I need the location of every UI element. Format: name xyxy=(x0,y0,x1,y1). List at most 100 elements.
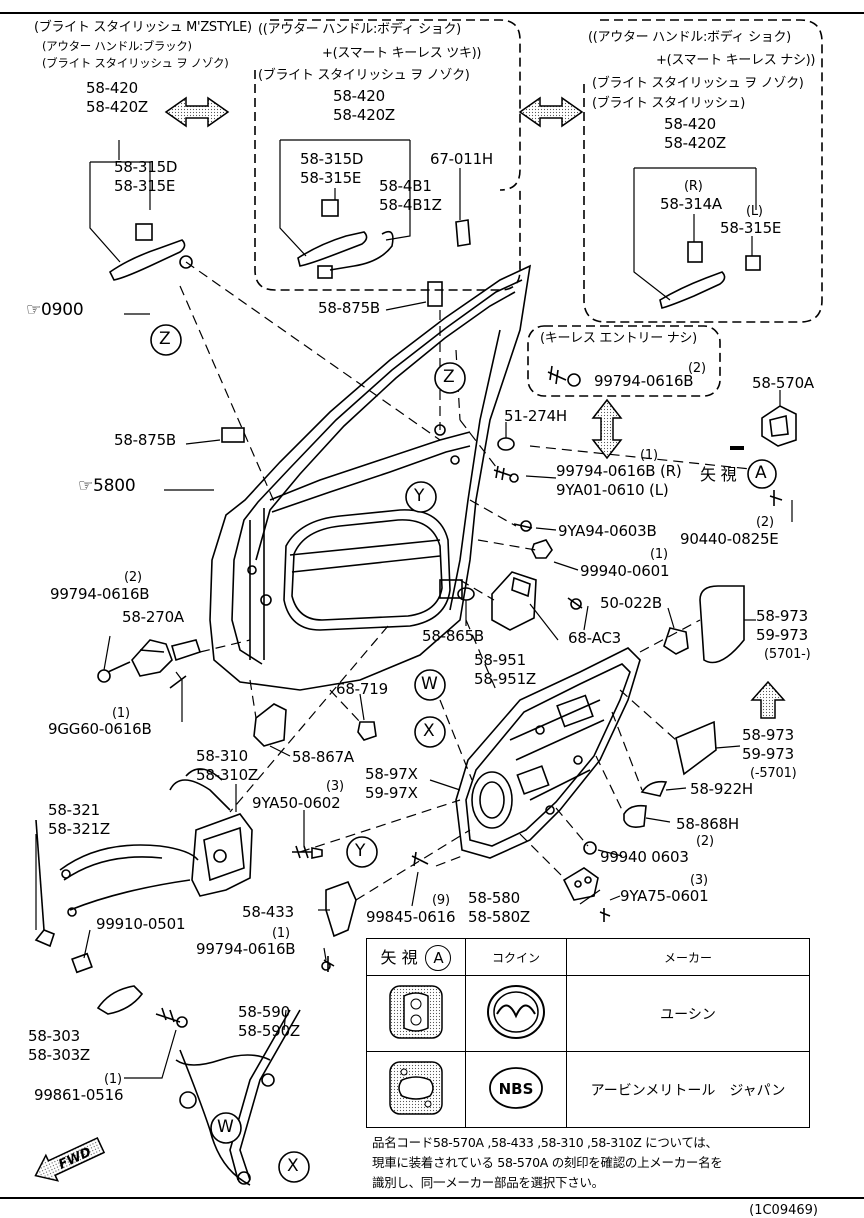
p-58-570A: 58-570A xyxy=(752,374,814,392)
tl-p2: 58-420Z xyxy=(86,98,149,116)
legend-row2-maker: アービンメリトール ジャパン xyxy=(566,1051,810,1128)
tm-p4: 58-315E xyxy=(300,169,362,187)
option-box-right xyxy=(583,19,823,323)
q1d: (1) xyxy=(272,926,290,941)
tl-variant1: (ブライト スタイリッシュ M'ZSTYLE) xyxy=(34,20,252,35)
legend-header-stamp: コクイン xyxy=(465,938,567,976)
double-arrow-right xyxy=(518,96,584,128)
p-59-973-b: 59-973 xyxy=(742,745,794,763)
q9: (9) xyxy=(432,893,450,908)
legend-row1-stamp xyxy=(465,975,567,1052)
mazda-logo-icon xyxy=(487,984,545,1039)
ref-0900: ☞0900 xyxy=(26,302,84,319)
p-9YA94: 9YA94-0603B xyxy=(558,522,657,540)
p-68-719: 68-719 xyxy=(336,680,388,698)
legend-header-maker: メーカー xyxy=(566,938,810,976)
legend-row1-maker: ユーシン xyxy=(566,975,810,1052)
p-99794-b: 99794-0616B xyxy=(196,940,296,958)
small-parts xyxy=(221,281,797,867)
p-9YA50: 9YA50-0602 xyxy=(252,794,341,812)
p-58-310: 58-310 xyxy=(196,747,248,765)
nbs-stamp-icon: NBS xyxy=(489,1066,543,1109)
diagram-code: (1C09469) xyxy=(749,1203,818,1218)
marker-z-2-letter: Z xyxy=(443,367,455,387)
bracket-type2-icon xyxy=(389,1060,443,1115)
p-58-875B-a: 58-875B xyxy=(318,299,381,317)
p-58-973-a: 58-973 xyxy=(756,607,808,625)
p-58-303: 58-303 xyxy=(28,1027,80,1045)
tm-c1: ((アウター ハンドル:ボディ ショク) xyxy=(258,22,461,37)
tl-p1: 58-420 xyxy=(86,79,138,97)
tr-l: (L) xyxy=(746,204,763,219)
marker-w-2-letter: W xyxy=(217,1117,234,1137)
p-99845: 99845-0616 xyxy=(366,908,456,926)
part-58-590 xyxy=(175,1009,301,1186)
p-58-590: 58-590 xyxy=(238,1003,290,1021)
tm-p2: 58-420Z xyxy=(333,106,396,124)
double-arrow-left xyxy=(164,96,230,128)
q2a: (2) xyxy=(756,515,774,530)
view-a-prefix: 矢 視 xyxy=(700,465,737,484)
p-58-868H: 58-868H xyxy=(676,815,740,833)
legend-row2-part xyxy=(366,1051,466,1128)
p-99794-left: 99794-0616B xyxy=(50,585,150,603)
marker-y-1-letter: Y xyxy=(414,486,425,506)
p-9YA75: 9YA75-0601 xyxy=(620,887,709,905)
p-99940-b: 99940 0603 xyxy=(600,848,689,866)
p-58-580: 58-580 xyxy=(468,889,520,907)
p-99910: 99910-0501 xyxy=(96,915,186,933)
q1c: (1) xyxy=(112,706,130,721)
q1e: (1) xyxy=(104,1072,122,1087)
option-box-middle xyxy=(254,19,521,291)
option-box-keyless xyxy=(527,325,721,397)
tm-p7: 67-011H xyxy=(430,150,494,168)
p-50-022B: 50-022B xyxy=(600,594,663,612)
outer-handles xyxy=(108,199,761,309)
note-line3: 識別し、同一メーカー部品を選択下さい。 xyxy=(372,1175,604,1190)
fwd-arrow-icon: FWD xyxy=(34,1136,106,1182)
p-58-321: 58-321 xyxy=(48,801,100,819)
p-9YA01-L: 9YA01-0610 (L) xyxy=(556,481,669,499)
tl-p3: 58-315D xyxy=(114,158,178,176)
door-frame xyxy=(209,264,532,691)
p-58-321Z: 58-321Z xyxy=(48,820,111,838)
leader-lines xyxy=(35,139,793,1079)
p-59-97X: 59-97X xyxy=(365,784,418,802)
p-58-303Z: 58-303Z xyxy=(28,1046,91,1064)
legend-view-label: 矢 視 xyxy=(380,947,418,967)
bracket-type1-icon xyxy=(389,984,443,1039)
p-99794-R: 99794-0616B (R) xyxy=(556,462,682,480)
marker-z-1-letter: Z xyxy=(159,329,171,349)
view-a-letter: A xyxy=(755,463,767,483)
tl-variant3: (ブライト スタイリッシュ ヲ ノゾク) xyxy=(42,56,229,70)
p-58-865B: 58-865B xyxy=(422,627,485,645)
part-58-951 xyxy=(491,571,583,631)
tr-c2: +(スマート キーレス ナシ)) xyxy=(656,53,816,68)
hand-pointer-icon: ☞ xyxy=(26,300,42,320)
marker-x-2-letter: X xyxy=(287,1156,299,1176)
tm-c2: +(スマート キーレス ツキ)) xyxy=(322,46,482,61)
ref-5800: ☞5800 xyxy=(78,478,136,495)
p-99940-a: 99940-0601 xyxy=(580,562,670,580)
p-58-951Z: 58-951Z xyxy=(474,670,537,688)
part-58-303 xyxy=(96,985,188,1028)
ref-0900-text: 0900 xyxy=(41,300,84,320)
note-line2: 現車に装着されている 58-570A の刻印を確認の上メーカー名を xyxy=(372,1155,723,1170)
hand-pointer-icon: ☞ xyxy=(78,476,94,496)
p-58-310Z: 58-310Z xyxy=(196,766,259,784)
door-module xyxy=(455,647,641,859)
part-58-433 xyxy=(321,880,357,972)
p-9GG60: 9GG60-0616B xyxy=(48,720,152,738)
tl-variant2: (アウター ハンドル:ブラック) xyxy=(42,39,192,53)
legend-view-letter: A xyxy=(425,944,452,971)
p-59-973-a: 59-973 xyxy=(756,626,808,644)
q3b: (3) xyxy=(690,873,708,888)
legend-row2-stamp: NBS xyxy=(465,1051,567,1128)
p-58-270A: 58-270A xyxy=(122,608,184,626)
tr-r: (R) xyxy=(684,179,703,194)
part-58-270A xyxy=(97,639,202,689)
keyless-part: 99794-0616B xyxy=(594,372,694,390)
q2b: (2) xyxy=(124,570,142,585)
legend-row1-part xyxy=(366,975,466,1052)
